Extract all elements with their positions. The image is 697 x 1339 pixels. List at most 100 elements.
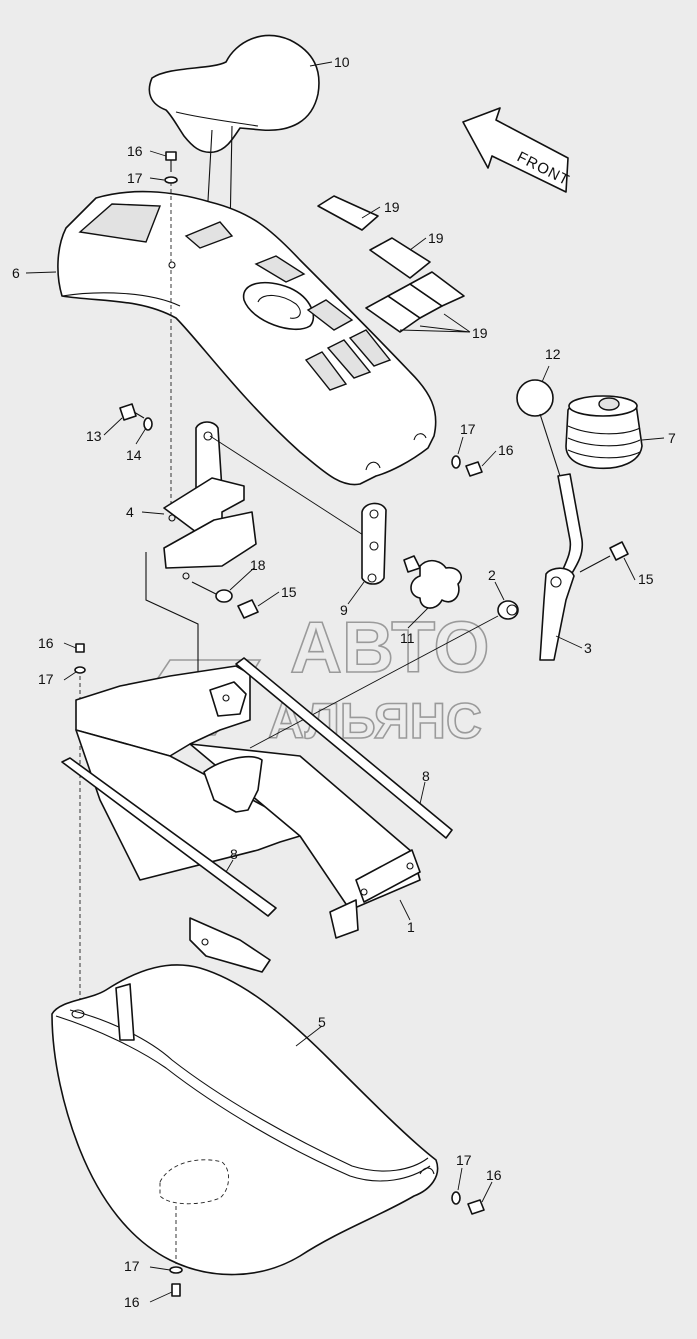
frame-foot-hole [201,938,209,946]
callout-17-left: 17 [38,671,54,687]
link-hole-2 [369,541,379,551]
frame-pivot-housing [203,756,263,813]
upper-cover-oval-inner [257,294,301,319]
bolt-13-shank [133,411,145,419]
callout-14: 14 [126,447,142,463]
part-15-right-bolt [579,541,629,573]
part-8-strips [61,657,453,917]
lower-cover-slot-right [419,1167,435,1175]
boot-opening [598,397,620,411]
bracket-base [163,511,257,569]
frame-plate-hole-2 [360,888,368,896]
lower-cover-hole [71,1009,85,1019]
frame-tab [329,899,359,939]
part-11-star-knob [403,555,462,609]
part-7-boot [565,395,643,470]
frame-mount-plate [355,849,421,903]
top-screw-head [165,151,177,161]
frame-lock-bracket [209,681,247,717]
part-16-17-cover-right [451,455,483,477]
part-6-upper-cover [57,190,437,486]
callout-17-cover-right: 17 [460,421,476,437]
strip-8-right [235,657,453,839]
callout-9: 9 [340,602,348,618]
callout-16-bottom-right: 16 [486,1167,502,1183]
callout-3: 3 [584,640,592,656]
callout-5: 5 [318,1014,326,1030]
part-16-17-left [74,643,86,1010]
callout-19-c: 19 [472,325,488,341]
upper-cover-lower-edge [61,292,181,307]
decal-2 [369,237,431,279]
part-3-shift-lever [539,473,584,661]
front-arrow: FRONT [462,107,572,193]
callout-12: 12 [545,346,561,362]
lever-rod [557,473,584,581]
link-body [361,502,387,585]
link-hole-1 [369,509,379,519]
cover-switch-b [306,299,354,331]
callout-18: 18 [250,557,266,573]
bushing-2 [497,600,519,620]
cover-switch-e [348,329,392,367]
washer-14 [143,417,153,431]
bolt-13-head [119,403,137,421]
part-1-frame [75,665,421,973]
upper-cover-screw-hole [168,261,176,269]
cover-switch-d [326,339,372,379]
bracket-hole-flange [168,514,176,522]
callout-1: 1 [407,919,415,935]
bushing-2-bore [506,604,518,616]
front-arrow-shape [462,107,569,193]
lower-cover-rim-outer [55,1015,431,1182]
washer-17-bottom-right [451,1191,461,1205]
part-12-knob [516,379,561,477]
lever-hole [550,576,562,588]
screw-16-bottom [171,1283,181,1297]
cover-switch-c [304,351,348,391]
washer-17-bottom [169,1266,183,1274]
part-19-decals [317,195,465,333]
frame-foot [189,917,271,973]
callout-2: 2 [488,567,496,583]
callout-17-top: 17 [127,170,143,186]
callout-4: 4 [126,504,134,520]
part-2-bushing [249,600,519,749]
callout-15-left: 15 [281,584,297,600]
upper-cover-pocket [78,203,162,243]
callout-11: 11 [400,630,415,646]
screw-16-cover-right [465,461,483,477]
bushing-axis [249,615,499,749]
screw-16-bottom-right [467,1199,485,1215]
callout-17-bottom: 17 [124,1258,140,1274]
upper-cover-body [57,190,437,486]
callout-8-left: 8 [230,846,238,862]
part-16-17-top-fasteners [164,151,178,510]
bracket-hole-base [182,572,190,580]
link-hole-3 [367,573,377,583]
part-4-bracket [145,421,375,700]
bolt-15-right-head [609,541,629,561]
bracket-to-link-axis [209,435,375,543]
callout-6: 6 [12,265,20,281]
callout-16-cover-right: 16 [498,442,514,458]
callout-7: 7 [668,430,676,446]
bracket-reference-line [145,552,199,700]
callout-15-right: 15 [638,571,654,587]
star-knob-body [410,559,462,609]
callout-17-bottom-right: 17 [456,1152,472,1168]
decal-5 [409,271,465,307]
washer-17-cover-right [451,455,461,469]
lower-cover-post [115,983,135,1041]
boot-ribs [567,425,641,459]
bracket-hole-top [203,431,213,441]
callout-16-top: 16 [127,143,143,159]
frame-plate-hole-1 [406,862,414,870]
star-knob-shank [403,555,421,573]
callout-16-left: 16 [38,635,54,651]
cover-switch-a [254,255,306,283]
callout-8-right: 8 [422,768,430,784]
strip-8-left [61,757,277,917]
washer-18 [215,589,233,603]
